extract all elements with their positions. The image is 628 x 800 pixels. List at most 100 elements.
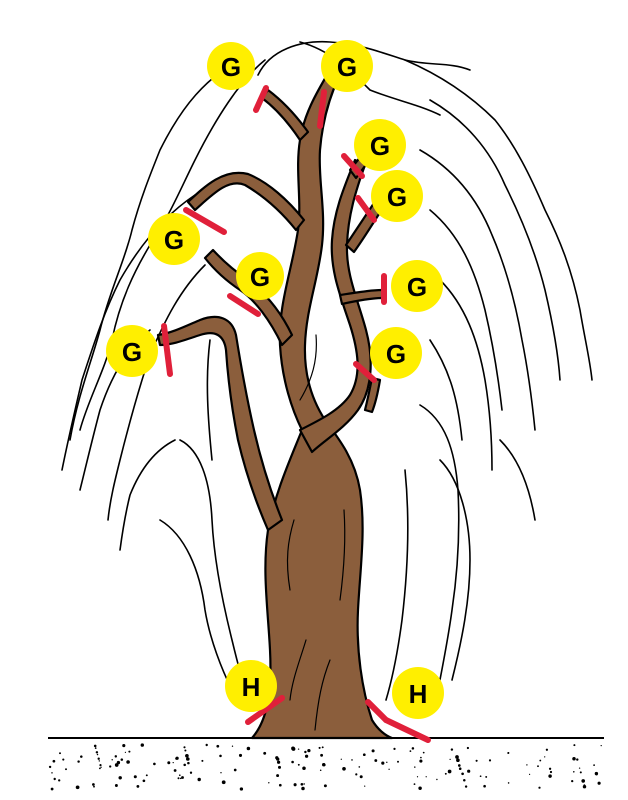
soil-speckle — [413, 783, 416, 785]
soil-speckle — [303, 783, 305, 785]
soil-speckle — [99, 764, 102, 767]
badge-label: G — [164, 225, 184, 255]
soil-speckle — [458, 767, 462, 770]
soil-speckle — [414, 766, 416, 768]
soil-speckle — [136, 784, 140, 788]
soil-speckle — [359, 775, 363, 779]
soil-speckle — [571, 779, 574, 783]
badge-circle — [321, 40, 373, 92]
soil-speckle — [128, 750, 131, 753]
soil-speckle — [425, 776, 427, 778]
soil-speckle — [116, 760, 121, 765]
badge-circle — [370, 327, 422, 379]
soil-speckle — [145, 774, 148, 777]
soil-speckle — [419, 759, 423, 763]
soil-speckle — [539, 759, 542, 762]
soil-speckle — [183, 763, 186, 767]
cut-mark-9 — [353, 361, 377, 383]
soil-speckle — [268, 782, 270, 784]
soil-speckle — [184, 749, 187, 752]
soil-speckle — [371, 749, 375, 753]
soil-speckle — [219, 754, 222, 758]
badge-circle — [391, 260, 443, 312]
soil-speckle — [340, 758, 342, 760]
badge-g5: G — [148, 213, 200, 265]
cut-mark-2 — [317, 89, 327, 129]
soil-speckle — [323, 784, 327, 788]
badge-g3: G — [354, 119, 406, 171]
soil-speckle — [96, 753, 99, 756]
soil-speckle — [579, 771, 582, 774]
soil-speckle — [457, 764, 461, 767]
soil-speckle — [181, 776, 184, 779]
badge-circle — [371, 170, 423, 222]
soil-speckle — [153, 762, 156, 766]
badge-label: H — [242, 672, 261, 702]
cut-mark-6 — [227, 293, 261, 317]
soil-speckle — [297, 763, 300, 766]
soil-speckle — [246, 746, 251, 751]
soil-speckle — [185, 753, 189, 758]
soil-speckle — [548, 767, 552, 770]
soil-speckle — [507, 751, 510, 755]
soil-speckle — [62, 758, 65, 761]
badge-label: G — [122, 337, 142, 367]
soil-speckle — [291, 746, 295, 751]
soil-speckle — [178, 774, 181, 777]
branch-top-left — [260, 88, 310, 142]
badge-g7: G — [391, 260, 443, 312]
cut-mark-12 — [383, 717, 431, 743]
soil-speckle — [342, 766, 346, 771]
soil-speckle — [80, 755, 83, 758]
badge-g9: G — [370, 327, 422, 379]
crown-inner-outline — [299, 41, 441, 116]
soil-speckle — [114, 755, 118, 758]
soil-speckle — [175, 757, 178, 760]
badge-circle — [236, 252, 284, 300]
soil-speckle — [114, 784, 118, 787]
soil-speckle — [355, 773, 358, 776]
soil-speckle — [93, 785, 95, 788]
bark-line-4 — [299, 334, 317, 401]
soil-speckle — [467, 769, 471, 773]
soil-speckle — [455, 755, 459, 759]
soil-speckle — [293, 783, 297, 787]
soil-speckle — [93, 744, 97, 748]
soil-speckle — [183, 746, 186, 749]
soil-speckle — [304, 750, 307, 754]
cut-mark-5 — [183, 207, 227, 235]
soil-speckle — [50, 787, 54, 791]
badge-circle — [207, 42, 255, 90]
soil-speckle — [488, 759, 492, 762]
badge-circle — [392, 667, 444, 719]
soil-speckle — [233, 768, 237, 772]
soil-speckle — [276, 774, 280, 778]
foliage-strand-left-4 — [107, 264, 206, 521]
soil-speckle — [583, 784, 586, 787]
soil-speckle — [118, 776, 122, 780]
soil-speckle — [582, 784, 587, 789]
soil-speckle — [386, 761, 388, 764]
badge-circle — [225, 660, 277, 712]
badge-g2: G — [321, 40, 373, 92]
badge-label: G — [407, 272, 427, 302]
bark-line-3 — [339, 509, 346, 601]
soil-speckle — [114, 763, 119, 767]
soil-speckle — [593, 764, 595, 766]
soil-speckles — [48, 743, 602, 791]
soil-speckle — [461, 772, 464, 776]
soil-speckle — [545, 748, 549, 751]
soil-speckle — [65, 768, 67, 771]
badge-g8: G — [106, 325, 158, 377]
soil-speckle — [464, 785, 468, 788]
soil-speckle — [186, 757, 190, 761]
cut-marks — [161, 85, 431, 743]
soil-speckle — [297, 748, 300, 750]
soil-speckle — [300, 782, 304, 786]
soil-speckle — [397, 760, 399, 763]
soil-speckle — [276, 760, 281, 764]
badge-h2: H — [392, 667, 444, 719]
inner-strand-left-2 — [159, 519, 233, 691]
soil-speckle — [187, 761, 190, 765]
